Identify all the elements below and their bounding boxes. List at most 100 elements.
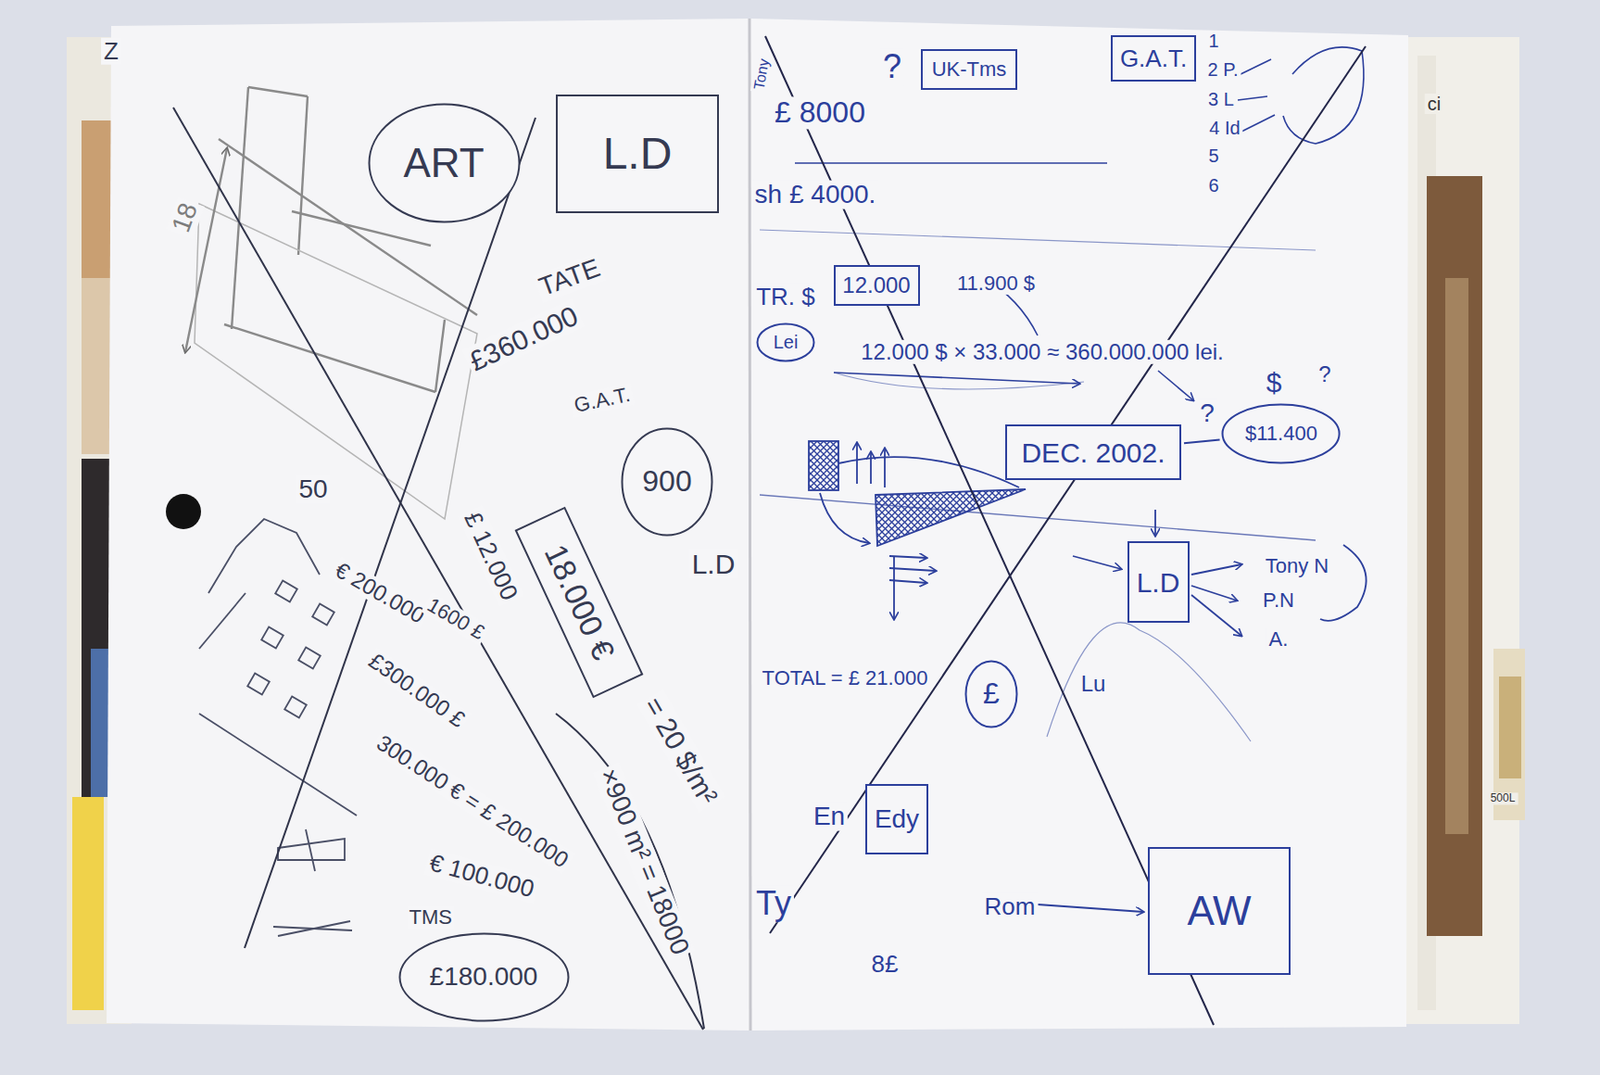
handwritten-note: ? <box>1196 399 1218 429</box>
oval-amount: TMS £180.000 <box>398 906 570 1022</box>
handwritten-note: € 100.000 <box>424 847 541 903</box>
handwritten-note: Ty <box>753 884 794 922</box>
ld-arrows <box>1154 509 1157 536</box>
note-text: DEC. 2002. <box>1020 437 1165 468</box>
wing-sketch <box>889 579 927 583</box>
page-stack <box>1403 37 1525 1024</box>
boxed-note: AW <box>1147 846 1291 975</box>
wing-sketch <box>838 456 1020 488</box>
handwritten-note: 4 Id <box>1206 117 1243 139</box>
boxed-note: UK-Tms <box>920 49 1018 90</box>
handwritten-note: 300.000 € = £ 200.000 <box>369 729 575 875</box>
notebook-pages <box>750 18 1409 1031</box>
left-margin-photos <box>72 796 104 1010</box>
handwritten-note: $ <box>1263 366 1286 398</box>
handwritten-note: ci <box>1424 93 1444 114</box>
note-text: G.A.T. <box>1120 45 1187 73</box>
page-stack <box>1426 176 1483 936</box>
boxed-note: L.D <box>1127 541 1190 623</box>
note-text: 900 <box>642 465 692 498</box>
oval-outline <box>399 932 568 1021</box>
handwritten-note: 11.900 $ <box>954 272 1038 295</box>
ld-arrows <box>1191 594 1242 636</box>
handwritten-note: ? <box>1315 362 1334 387</box>
wing-sketch <box>808 440 1026 619</box>
note-text: L.D <box>603 129 673 179</box>
handwritten-note: £300.000 £ <box>362 646 472 734</box>
handwritten-note: 5 <box>1205 145 1222 166</box>
handwritten-note: 6 <box>1205 175 1222 196</box>
boxed-note: Edy <box>865 783 929 855</box>
boxed-note: 18.000 € <box>515 506 644 699</box>
ellipse-outline <box>1222 404 1340 464</box>
pencil-sketch <box>231 87 249 329</box>
handwritten-note: 50 <box>295 475 330 504</box>
handwritten-note: ×900 m² = 18000 <box>592 762 696 962</box>
building-sketch <box>305 829 315 871</box>
handwritten-note: = 20 $/m² <box>636 689 725 812</box>
pencil-sketch <box>224 324 436 392</box>
blue-ink-lines <box>759 47 1364 541</box>
note-text: AW <box>1186 888 1251 933</box>
ld-arrows <box>1037 904 1144 912</box>
blue-ink-lines <box>1241 114 1275 132</box>
blue-ink-lines <box>1236 59 1272 76</box>
blue-ink-lines <box>833 372 1084 390</box>
handwritten-note: € 200.000 <box>328 555 432 630</box>
page-stack <box>1445 277 1469 834</box>
ld-arrows <box>1191 585 1237 601</box>
blue-ink-lines <box>1283 47 1364 144</box>
handwritten-note: 12.000 $ × 33.000 ≈ 360.000.000 lei. <box>857 340 1227 365</box>
handwritten-note: 1 <box>1205 30 1222 51</box>
note-text: £ <box>982 677 1000 710</box>
page-stack <box>1499 676 1522 779</box>
handwritten-note: 3 L <box>1205 88 1237 110</box>
wing-sketch <box>893 555 895 619</box>
handwritten-note: TR. $ <box>753 283 819 311</box>
handwritten-note: sh £ 4000. <box>752 180 880 210</box>
wing-sketch <box>889 555 927 558</box>
handwritten-note: Z <box>100 37 122 65</box>
node-heading: TMS <box>407 906 454 929</box>
notebook-pages <box>749 18 751 1031</box>
wing-sketch <box>869 452 872 484</box>
handwritten-note: 8£ <box>869 950 902 978</box>
handwritten-note: P.N <box>1259 589 1298 612</box>
notebook-pages <box>106 18 1409 1031</box>
blue-ink-lines <box>794 162 1108 164</box>
page-stack <box>1403 37 1520 1024</box>
building-sketch <box>247 673 270 695</box>
ld-arrows <box>1191 564 1242 575</box>
handwritten-note: 500L <box>1487 792 1519 805</box>
pencil-sketch <box>298 96 308 255</box>
wing-sketch <box>856 442 858 484</box>
circled-note: 900 <box>620 427 714 537</box>
handwritten-note: Tony N <box>1262 554 1332 578</box>
boxed-note: G.A.T. <box>1110 35 1197 82</box>
oval-area: £180.000 <box>398 932 570 1022</box>
handwritten-note: Tony <box>750 54 773 94</box>
building-sketch <box>199 518 357 936</box>
building-sketch <box>312 604 335 626</box>
blue-ink-lines <box>1158 370 1194 401</box>
note-text: UK-Tms <box>932 58 1008 81</box>
pencil-sketch <box>185 148 227 353</box>
ellipse-outline <box>368 104 519 223</box>
boxed-note: DEC. 2002. <box>1005 424 1182 480</box>
ellipse-outline <box>966 661 1018 728</box>
handwritten-note: En <box>810 802 848 832</box>
handwritten-note: ? <box>880 48 905 86</box>
ellipse-outline <box>622 428 713 536</box>
building-sketch <box>261 627 284 649</box>
handwritten-note: TATE <box>532 252 607 303</box>
building-sketch <box>298 647 321 669</box>
handwritten-note: Lu <box>1078 671 1109 696</box>
blue-ink-lines <box>1237 96 1268 101</box>
wing-sketch <box>889 567 936 571</box>
handwritten-note: 1600 £ <box>420 592 492 646</box>
